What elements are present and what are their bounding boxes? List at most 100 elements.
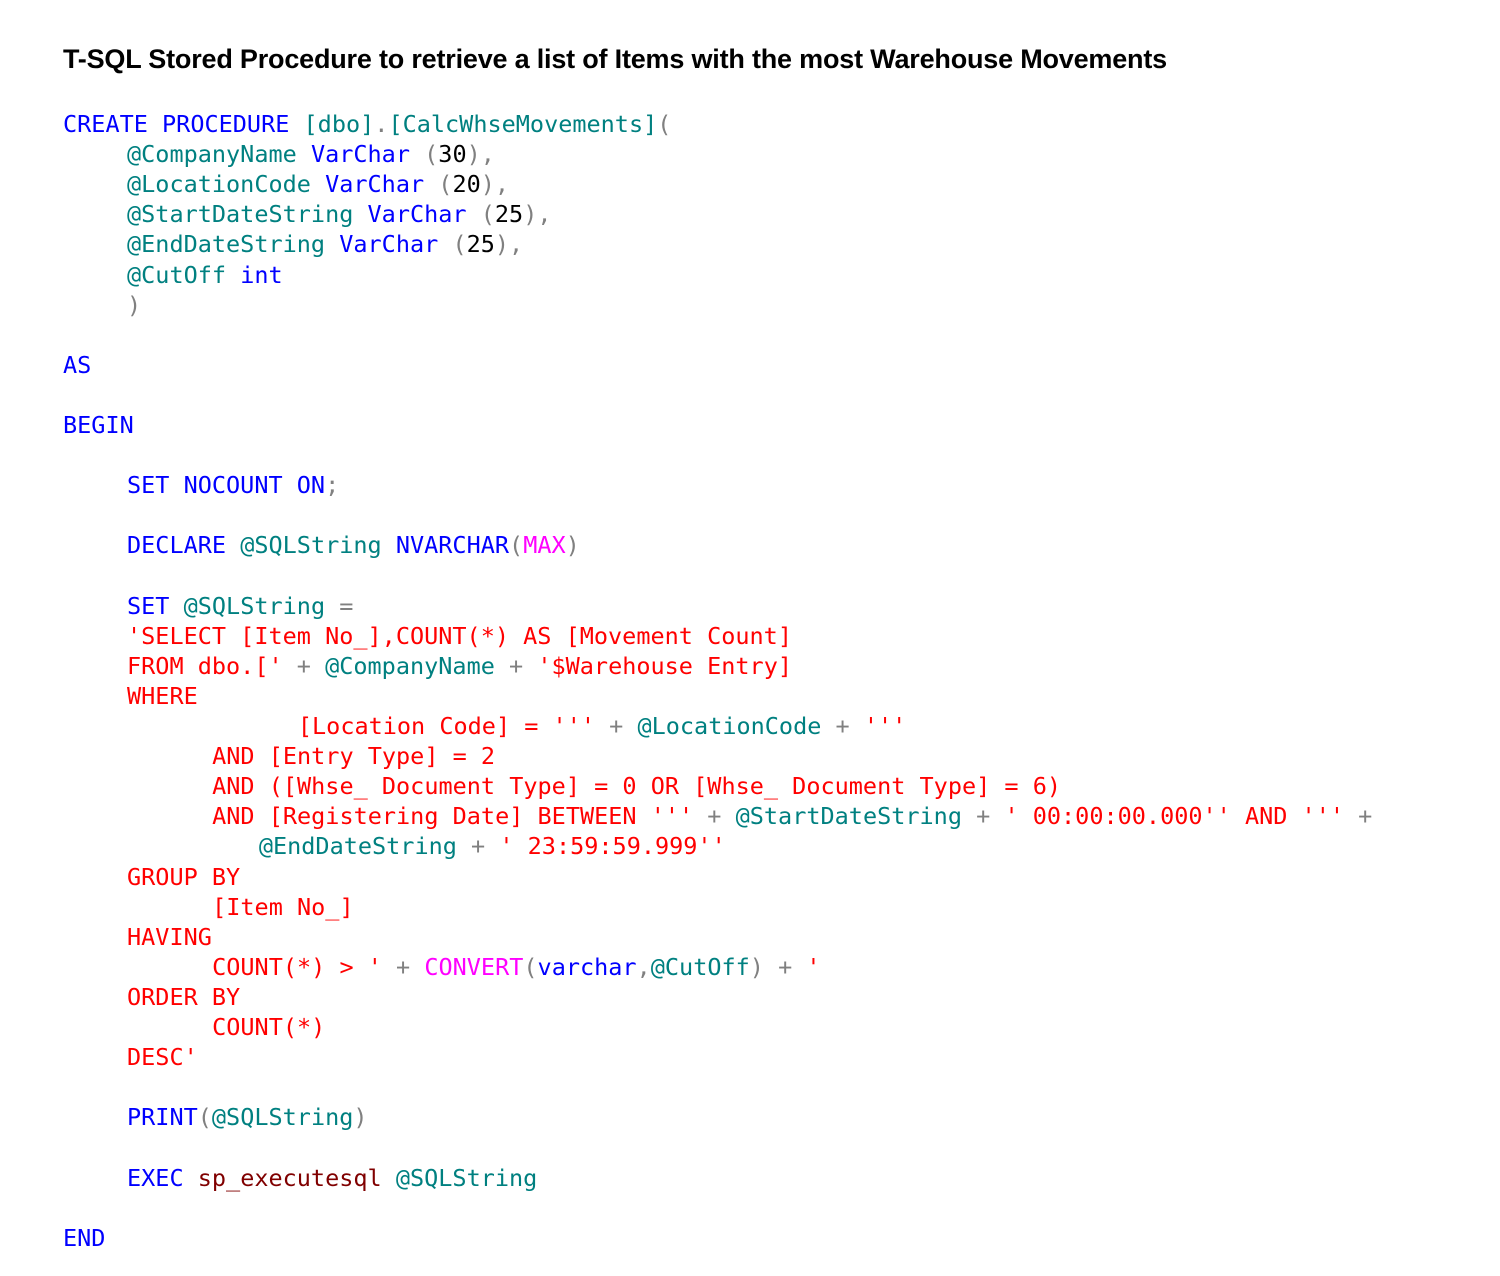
code-token-keyword: SET NOCOUNT ON [127,471,326,500]
code-line: AND [Entry Type] = 2 [212,741,495,771]
code-token-identifier: @CompanyName [127,140,297,169]
code-token-keyword: VarChar [310,140,410,169]
code-token-punctuation: ( [197,1103,212,1132]
code-line: COUNT(*) > ' + CONVERT(varchar,@CutOff) … [212,952,820,982]
code-token-function: CONVERT [424,952,524,981]
code-line: SET @SQLString = [127,591,353,621]
code-token-function: MAX [523,531,566,560]
code-line: @CompanyName VarChar (30), [127,139,495,169]
code-token-number [325,230,339,258]
code-token-keyword: AS [63,350,92,379]
code-token-keyword: DECLARE [127,531,227,560]
code-line: END [63,1223,105,1253]
code-token-string: WHERE [127,681,198,710]
code-token-identifier: @LocationCode [637,712,822,740]
code-token-punctuation: + [821,712,864,740]
code-token-punctuation: , [636,952,651,981]
code-line: AND [Registering Date] BETWEEN ''' + @St… [212,801,1372,831]
code-line: [Location Code] = ''' + @LocationCode + … [298,711,906,741]
code-line: AS [63,350,91,380]
code-token-punctuation: ( [424,140,439,169]
code-token-identifier: @LocationCode [127,170,311,199]
code-token-string: DESC' [127,1043,198,1072]
code-token-string: [Item No_] [212,892,354,921]
code-token-punctuation: ), [523,200,552,229]
code-token-string: AND [Entry Type] = 2 [212,742,496,771]
code-line: AND ([Whse_ Document Type] = 0 OR [Whse_… [212,771,1061,801]
code-token-number [289,110,303,138]
code-token-number [382,531,396,559]
code-token-number: 30 [438,140,467,169]
code-token-punctuation: ) [749,952,764,981]
code-token-keyword: CREATE PROCEDURE [63,110,290,138]
code-token-keyword: END [63,1223,106,1252]
code-token-identifier: @SQLString [240,531,382,560]
code-token-punctuation: ) [565,531,580,560]
code-token-identifier: @SQLString [183,591,326,620]
code-line: DECLARE @SQLString NVARCHAR(MAX) [127,530,580,560]
code-line: DESC' [127,1042,198,1072]
code-token-number [169,592,183,620]
code-token-punctuation: + [494,651,538,680]
code-token-identifier: @EndDateString [258,832,457,861]
code-token-string: ' 00:00:00.000'' AND ''' [1004,802,1344,831]
code-token-punctuation: ( [480,200,495,229]
code-token-punctuation: + [961,802,1005,831]
code-token-string: COUNT(*) [212,1013,326,1041]
code-line: @EndDateString + ' 23:59:59.999'' [259,831,726,861]
code-token-punctuation: + [456,832,500,861]
code-token-number [424,170,438,198]
code-token-punctuation: = [339,591,354,620]
code-token-punctuation: ), [466,140,495,169]
code-token-punctuation: ) [353,1103,368,1132]
code-token-identifier: @SQLString [395,1163,538,1192]
code-token-punctuation: ), [480,170,510,199]
code-token-number: 25 [494,200,524,229]
code-token-keyword: int [240,260,283,289]
code-token-number [226,531,240,559]
code-token-punctuation: ), [494,230,524,259]
code-line: WHERE [127,681,198,711]
code-token-identifier: @CutOff [127,260,227,289]
code-token-number [184,1164,198,1192]
code-token-keyword: VarChar [325,170,425,199]
code-line: BEGIN [63,410,134,440]
code-line: [Item No_] [212,892,353,922]
code-token-string: COUNT(*) > ' [212,952,382,981]
code-token-number [467,200,481,228]
code-token-identifier: @EndDateString [127,230,326,259]
code-token-identifier: @CutOff [650,952,750,981]
code-token-string: 'SELECT [Item No_],COUNT(*) AS [Movement… [127,621,792,650]
code-token-system_proc: sp_executesql [197,1163,382,1192]
code-line: GROUP BY [127,862,240,892]
code-token-punctuation: + [595,712,638,740]
code-token-string: ''' [863,712,907,740]
code-line: 'SELECT [Item No_],COUNT(*) AS [Movement… [127,621,792,651]
code-token-keyword: PRINT [127,1103,198,1132]
code-token-punctuation: ( [452,230,467,259]
code-token-identifier: [dbo] [303,110,375,138]
code-token-number [226,261,240,289]
code-token-number [410,140,424,168]
code-token-string: FROM dbo.[' [127,651,283,680]
code-token-keyword: BEGIN [63,411,134,439]
code-token-identifier: @StartDateString [735,802,962,831]
code-token-number: 25 [466,230,495,259]
code-token-keyword: varchar [537,952,637,981]
code-token-number: 20 [452,170,481,199]
code-token-string: AND [Registering Date] BETWEEN ''' [212,802,694,831]
code-line: COUNT(*) [212,1012,325,1042]
code-line: EXEC sp_executesql @SQLString [127,1163,537,1193]
code-line: ORDER BY [127,982,240,1012]
code-line: SET NOCOUNT ON; [127,470,339,500]
code-token-punctuation: + [763,952,807,981]
code-token-punctuation: + [381,952,425,981]
code-token-punctuation: ( [509,531,524,560]
code-token-keyword: VarChar [339,230,439,259]
code-token-number [311,170,325,198]
code-token-string: ' 23:59:59.999'' [499,832,726,861]
code-token-identifier: @CompanyName [325,651,495,680]
code-token-string: HAVING [127,922,212,951]
